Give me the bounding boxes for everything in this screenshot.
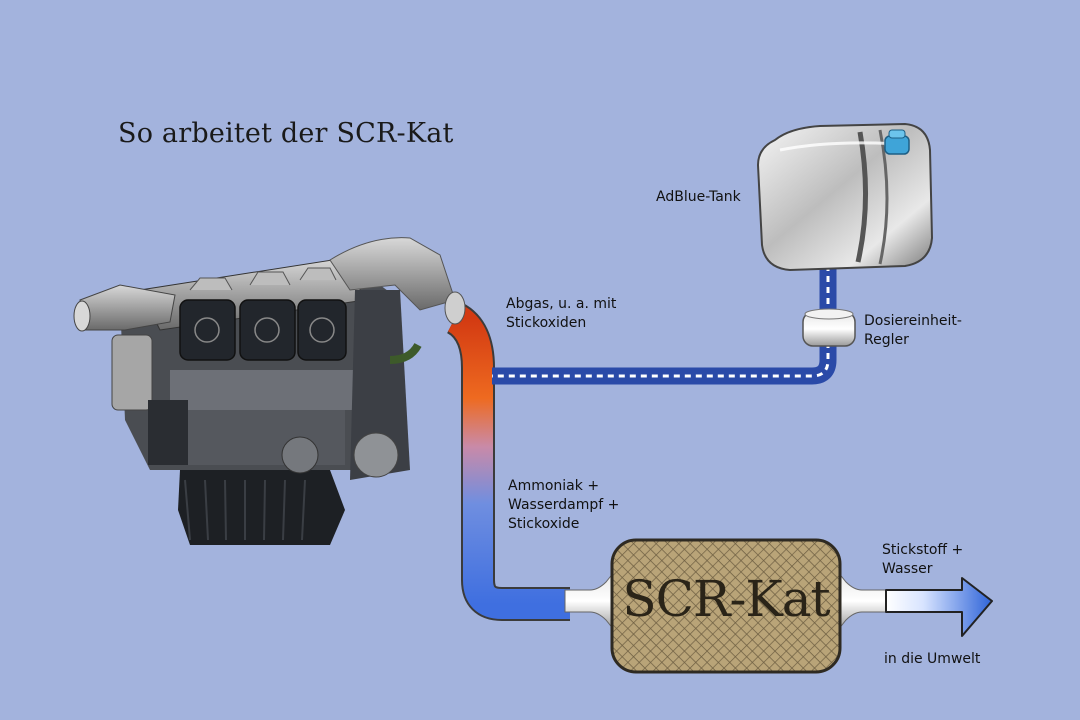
output-label: Stickstoff + Wasser	[882, 542, 964, 577]
adblue-line	[492, 265, 837, 385]
output-arrow-icon	[885, 577, 993, 637]
exhaust-label: Abgas, u. a. mit Stickoxiden	[506, 296, 617, 331]
environment-label: in die Umwelt	[884, 651, 981, 667]
catalyst-label: SCR-Kat	[622, 570, 830, 628]
tank-label: AdBlue-Tank	[656, 189, 741, 205]
engine-icon	[73, 237, 466, 545]
dosing-unit-label: Dosiereinheit- Regler	[864, 313, 962, 348]
adblue-tank-icon	[756, 122, 934, 272]
dosing-unit	[802, 308, 856, 347]
diagram-title: So arbeitet der SCR-Kat	[118, 118, 454, 149]
exhaust-pipe	[445, 302, 570, 621]
catalyst-icon	[564, 538, 888, 674]
mixture-label: Ammoniak + Wasserdampf + Stickoxide	[508, 478, 620, 532]
